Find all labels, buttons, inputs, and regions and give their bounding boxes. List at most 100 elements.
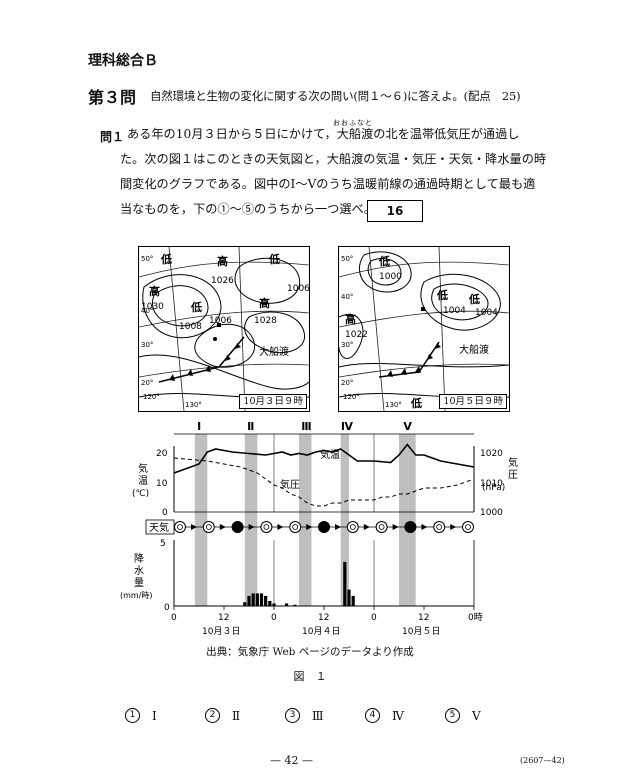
weather-symbol-rain — [404, 521, 428, 533]
map1-city: 大船渡 — [259, 345, 289, 358]
map1-lon120: 120° — [143, 393, 160, 401]
choice-label: Ⅲ — [312, 708, 324, 723]
map2-lat40: 40° — [341, 293, 353, 301]
precip-axis-char-3: 量 — [134, 577, 144, 589]
temp-tick-20: 20 — [156, 449, 168, 459]
precip-bar — [293, 604, 297, 606]
x-tick-label: 0時 — [468, 612, 483, 623]
choice-number: 3 — [285, 708, 300, 723]
temp-tick-10: 10 — [156, 479, 168, 489]
temp-series-label: 気温 — [320, 448, 340, 461]
map2-low3: 低 — [468, 292, 480, 306]
weather-map-oct3-drawing: 低 高 低 1026 1006 高 1030 低 高 1006 1008 102… — [139, 247, 309, 411]
map2-city: 大船渡 — [459, 343, 489, 356]
temp-tick-0: 0 — [162, 508, 168, 518]
x-tick-label: 12 — [318, 613, 329, 623]
map2-lat50: 50° — [341, 255, 353, 263]
figure-source: 出典：気象庁 Web ページのデータより作成 — [206, 646, 414, 658]
weather-row-label: 天気 — [149, 521, 169, 534]
map1-lat30: 30° — [141, 341, 153, 349]
precip-bar — [251, 593, 255, 606]
weather-map-oct5-drawing: 50° 低 1000 40° 低 低 1004 1004 高 1022 30° … — [339, 247, 509, 411]
period-band-4 — [340, 434, 349, 606]
map1-p1028: 1028 — [254, 316, 277, 326]
day-label-oct5: 10月５日 — [402, 626, 440, 637]
map2-date: 10月５日９時 — [439, 394, 507, 409]
temp-axis-char-2: 温 — [138, 475, 148, 487]
period-band-2 — [244, 434, 258, 606]
map2-lat20: 20° — [341, 379, 353, 387]
choice-label: Ⅴ — [472, 708, 481, 723]
question-line-1: ある年の10月３日から５日にかけて，大船渡の北を温帯低気圧が通過し — [127, 127, 520, 141]
precip-bar — [243, 602, 247, 606]
weather-symbol-clear — [202, 521, 226, 533]
pressure-axis-unit: (hPa) — [482, 483, 505, 493]
precip-bar — [255, 593, 259, 606]
map1-high1: 高 — [217, 254, 228, 268]
map1-p1008: 1008 — [179, 322, 202, 332]
pressure-tick-1000: 1000 — [480, 508, 503, 518]
pressure-axis-char-2: 圧 — [508, 470, 518, 481]
map1-low3: 低 — [190, 300, 202, 314]
choice-label: Ⅰ — [152, 708, 157, 723]
precip-bar — [247, 595, 251, 606]
choice-label: Ⅱ — [232, 708, 241, 723]
temperature-series-line — [173, 443, 475, 474]
map1-high3: 高 — [259, 296, 270, 310]
map1-lat40: 40° — [141, 307, 153, 315]
map1-lat50: 50° — [141, 255, 153, 263]
choice-number: 4 — [365, 708, 380, 723]
period-label-2: Ⅱ — [247, 420, 254, 433]
precip-bar — [272, 603, 276, 606]
period-label-3: Ⅲ — [301, 420, 311, 433]
question-line-4: 当なものを，下の①～⑤のうちから一つ選べ。 — [120, 202, 376, 216]
map2-high1: 高 — [345, 312, 356, 326]
answer-box[interactable]: 16 — [367, 200, 423, 222]
map2-p1004a: 1004 — [443, 306, 466, 316]
period-label-5: Ⅴ — [403, 420, 412, 433]
period-band-1 — [194, 434, 208, 606]
map2-lon120: 120° — [343, 393, 360, 401]
figure-caption: 図 １ — [293, 670, 327, 683]
precip-bar — [268, 600, 272, 606]
question-line-2: た。次の図１はこのときの天気図と，大船渡の気温・気圧・天気・降水量の時 — [120, 152, 547, 166]
choice-number: 2 — [205, 708, 220, 723]
period-band-3 — [299, 434, 312, 606]
map1-low1: 低 — [160, 252, 172, 266]
map2-lat30: 30° — [341, 341, 353, 349]
map2-p1000: 1000 — [379, 272, 402, 282]
pressure-axis-char-1: 気 — [508, 456, 518, 469]
question-line-3: 間変化のグラフである。図中のⅠ～Ⅴのうち温暖前線の通過時期として最も適 — [120, 177, 536, 191]
precip-bar — [347, 589, 351, 606]
weather-symbol-clear — [289, 521, 313, 533]
map1-p1030: 1030 — [141, 302, 164, 312]
map1-lon130: 130° — [185, 401, 202, 409]
weather-symbol-clear — [375, 521, 399, 533]
x-tick-label: 12 — [418, 613, 429, 623]
weather-symbol-clear — [260, 521, 284, 533]
weather-symbol-clear — [462, 521, 474, 533]
map1-date: 10月３日９時 — [239, 394, 307, 409]
precip-bar — [264, 595, 268, 606]
weather-symbol-clear — [174, 521, 197, 533]
pressure-series-label: 気圧 — [280, 478, 300, 491]
map1-p1026: 1026 — [211, 276, 234, 286]
choice-number: 1 — [125, 708, 140, 723]
precip-bar — [284, 603, 289, 606]
precip-bar — [259, 593, 264, 606]
ruby-ofunato: おおふなと — [333, 119, 373, 127]
weather-symbol-clear — [433, 521, 457, 533]
precip-axis-char-1: 降 — [134, 552, 144, 565]
pressure-tick-1020: 1020 — [480, 449, 503, 459]
day-label-oct3: 10月３日 — [202, 626, 240, 637]
map2-low2: 低 — [436, 288, 448, 302]
map1-high2: 高 — [149, 284, 160, 298]
map2-p1022: 1022 — [345, 330, 368, 340]
x-tick-label: 0 — [371, 613, 377, 623]
